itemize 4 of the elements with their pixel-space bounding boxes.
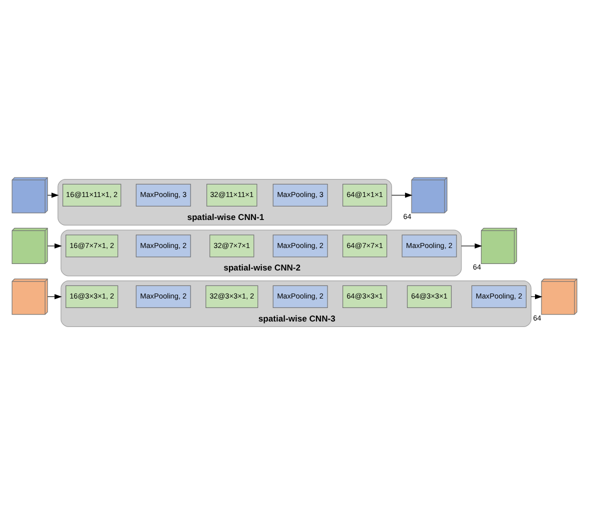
arrow xyxy=(47,294,62,300)
arrow xyxy=(391,192,412,198)
arrow xyxy=(461,243,482,249)
arrow xyxy=(47,243,62,249)
